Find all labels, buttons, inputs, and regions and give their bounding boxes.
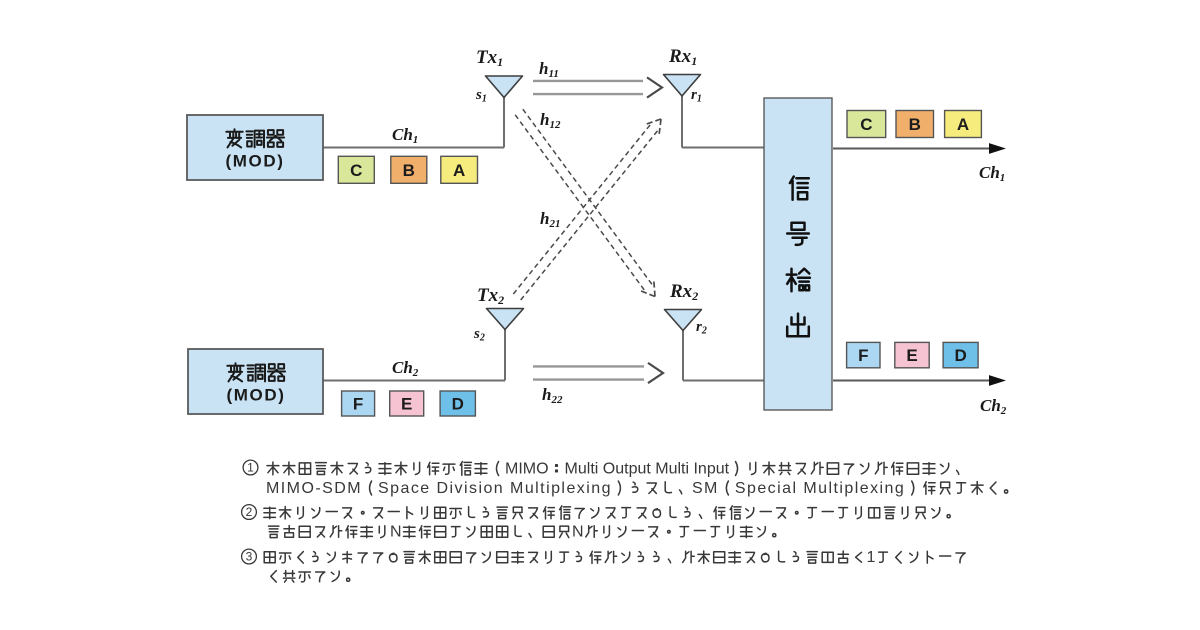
svg-text:(MOD): (MOD) (226, 152, 285, 171)
svg-text:Rx2: Rx2 (669, 281, 698, 303)
svg-text:Multi Output Multi Input: Multi Output Multi Input (565, 460, 730, 477)
svg-text:1: 1 (867, 549, 876, 566)
svg-text:A: A (453, 161, 465, 180)
svg-text:Ch1: Ch1 (392, 125, 418, 146)
svg-text:B: B (403, 161, 415, 180)
svg-text:3: 3 (246, 550, 253, 564)
svg-text:1: 1 (247, 461, 254, 475)
svg-text:E: E (906, 346, 917, 365)
svg-text:MIMO-SDM: MIMO-SDM (266, 480, 362, 497)
svg-text:(MOD): (MOD) (227, 386, 286, 405)
svg-text:C: C (860, 115, 872, 134)
svg-text:D: D (954, 346, 966, 365)
svg-text:F: F (353, 395, 363, 414)
svg-text:C: C (350, 161, 362, 180)
svg-text:r1: r1 (691, 87, 702, 105)
svg-text:Special Multiplexing: Special Multiplexing (735, 480, 905, 497)
svg-text:r2: r2 (696, 319, 707, 337)
svg-text:SM: SM (692, 480, 719, 497)
svg-text:Ch2: Ch2 (392, 358, 419, 379)
svg-text:Ch2: Ch2 (980, 396, 1007, 417)
svg-text:D: D (452, 395, 464, 414)
svg-text:F: F (858, 346, 868, 365)
svg-text:Rx1: Rx1 (668, 46, 697, 68)
svg-text:s2: s2 (473, 326, 485, 344)
svg-text:N: N (572, 523, 584, 540)
svg-text:MIMO: MIMO (505, 460, 549, 477)
svg-text:Ch1: Ch1 (979, 163, 1005, 184)
svg-text:N: N (390, 523, 402, 540)
svg-text:2: 2 (246, 505, 253, 519)
svg-text:E: E (401, 395, 412, 414)
svg-text:Tx2: Tx2 (477, 285, 504, 307)
svg-text:B: B (909, 115, 921, 134)
svg-text:Space Division Multiplexing: Space Division Multiplexing (378, 480, 612, 497)
svg-text:A: A (957, 115, 969, 134)
svg-text:s1: s1 (475, 87, 487, 105)
svg-text:Tx1: Tx1 (476, 47, 503, 69)
